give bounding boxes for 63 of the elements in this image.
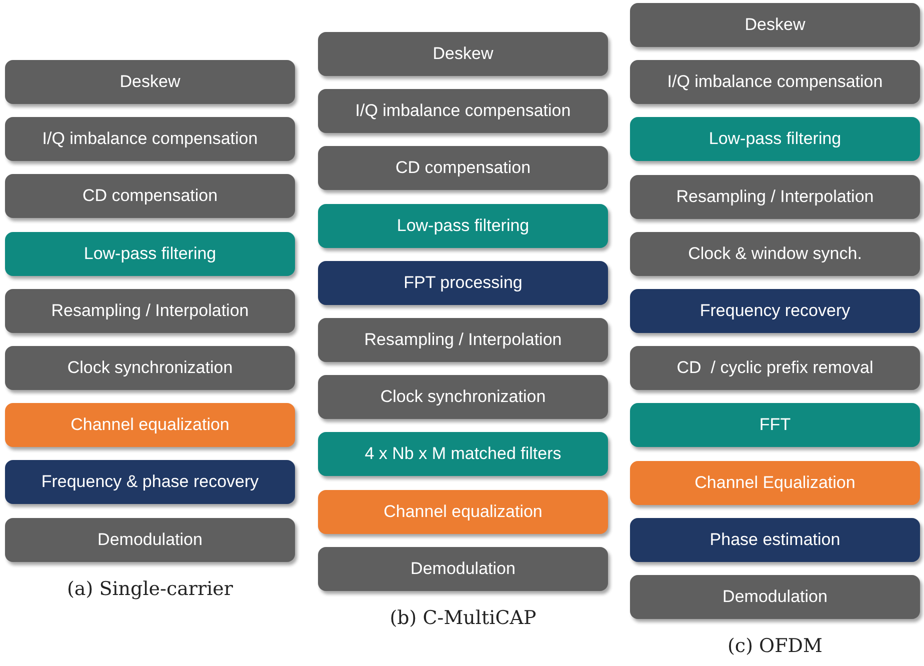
step-label: Resampling / Interpolation [51, 300, 249, 321]
step-label: Channel equalization [384, 502, 542, 522]
step-label: Deskew [120, 72, 180, 92]
step-label: Low-pass filtering [708, 129, 842, 150]
process-box [630, 403, 920, 448]
process-box [630, 575, 920, 619]
process-box [630, 346, 920, 390]
process-box [5, 174, 295, 218]
process-box [318, 146, 608, 190]
step-label: Phase estimation [710, 530, 840, 550]
step-label: Channel Equalization [694, 472, 856, 493]
step-label: FFT [759, 415, 791, 436]
process-box [318, 318, 608, 362]
subfigure-caption: (c) OFDM [726, 635, 824, 657]
step-label: CD compensation [395, 158, 531, 178]
process-box [630, 60, 920, 104]
process-box [5, 60, 295, 104]
process-box [5, 403, 295, 448]
step-label: Demodulation [722, 587, 828, 607]
step-label: I/Q imbalance compensation [355, 101, 571, 122]
process-box [318, 260, 608, 305]
step-label: I/Q imbalance compensation [667, 72, 883, 92]
process-box [630, 289, 920, 333]
step-label: Clock synchronization [380, 387, 546, 408]
process-box [318, 89, 608, 134]
process-box [630, 232, 920, 276]
process-box [5, 288, 295, 333]
process-box [5, 460, 295, 504]
process-box [630, 117, 920, 162]
step-label: Demodulation [410, 558, 516, 579]
process-box [318, 546, 608, 591]
step-label: I/Q imbalance compensation [42, 129, 258, 150]
step-label: Deskew [744, 15, 806, 35]
process-box [5, 518, 295, 562]
step-label: Resampling / Interpolation [364, 330, 562, 350]
process-box [318, 32, 608, 76]
step-label: Demodulation [98, 530, 202, 550]
process-box [630, 518, 920, 562]
step-label: 4 x Nb x M matched filters [364, 444, 562, 464]
process-box [630, 3, 920, 47]
process-box [318, 432, 608, 476]
process-box [5, 232, 295, 276]
step-label: Low-pass filtering [84, 244, 216, 264]
step-label: Resampling / Interpolation [676, 186, 874, 207]
step-label: CD compensation [82, 186, 218, 206]
step-label: Clock & window synch. [688, 244, 862, 264]
step-label: Frequency & phase recovery [41, 472, 259, 492]
process-box [318, 375, 608, 420]
process-box [5, 346, 295, 390]
step-label: Clock synchronization [67, 358, 233, 378]
step-label: Low-pass filtering [396, 216, 530, 236]
step-label: Deskew [432, 44, 494, 64]
step-label: FPT processing [404, 272, 522, 293]
process-box [318, 490, 608, 534]
step-label: Frequency recovery [700, 301, 850, 321]
step-label: Channel equalization [70, 415, 230, 436]
step-label: CD / cyclic prefix removal [676, 358, 874, 378]
subfigure-caption: (a) Single-carrier [66, 578, 234, 600]
process-box [630, 174, 920, 219]
process-box [318, 204, 608, 248]
process-box [630, 460, 920, 505]
process-box [5, 117, 295, 162]
subfigure-caption: (b) C-MultiCAP [388, 607, 538, 629]
